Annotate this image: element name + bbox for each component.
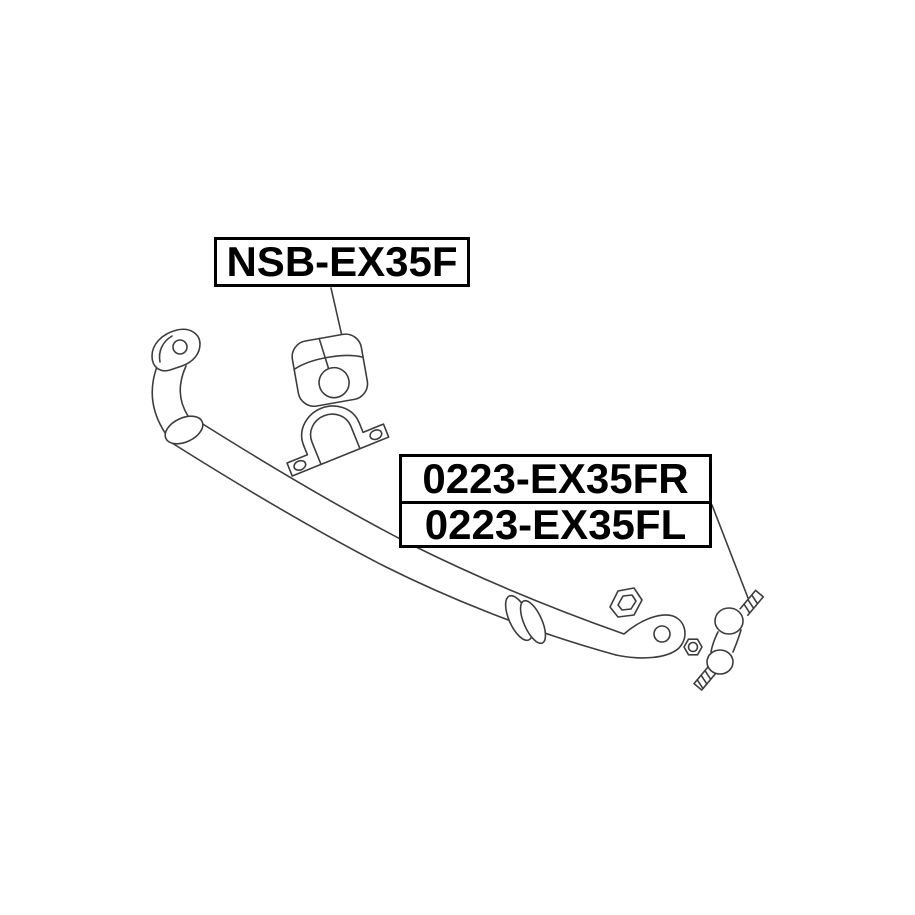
clip-drawing [609,587,643,618]
bar-eye-end [615,614,686,659]
bar-eye-hole [653,625,671,643]
stabilizer-link-drawing [693,589,765,691]
bracket-bolt-hole-right [369,429,383,441]
link-lower-ball-housing [706,649,734,675]
bar-collar-ring-2 [519,599,547,645]
part-label-link-left-text: 0223-EX35FL [424,500,687,548]
link-upper-stud [739,589,765,617]
leader-line-link [711,504,749,599]
part-label-link-left: 0223-EX35FL [399,501,712,548]
link-lower-stud [693,665,717,691]
bushing-drawing [291,333,369,408]
nut-drawing [683,638,703,656]
bracket-drawing [286,405,390,477]
part-label-link-right: 0223-EX35FR [399,454,712,504]
part-label-bushing-text: NSB-EX35F [226,238,458,285]
bushing-slit [318,337,330,370]
part-label-bushing: NSB-EX35F [214,237,470,287]
part-label-link-right-text: 0223-EX35FR [422,455,689,502]
bracket-bolt-hole-left [293,459,307,471]
bushing-bore [318,366,350,399]
bar-bend-collar [164,415,204,445]
bar-end-hole [172,339,188,355]
link-upper-ball-housing [714,607,744,635]
